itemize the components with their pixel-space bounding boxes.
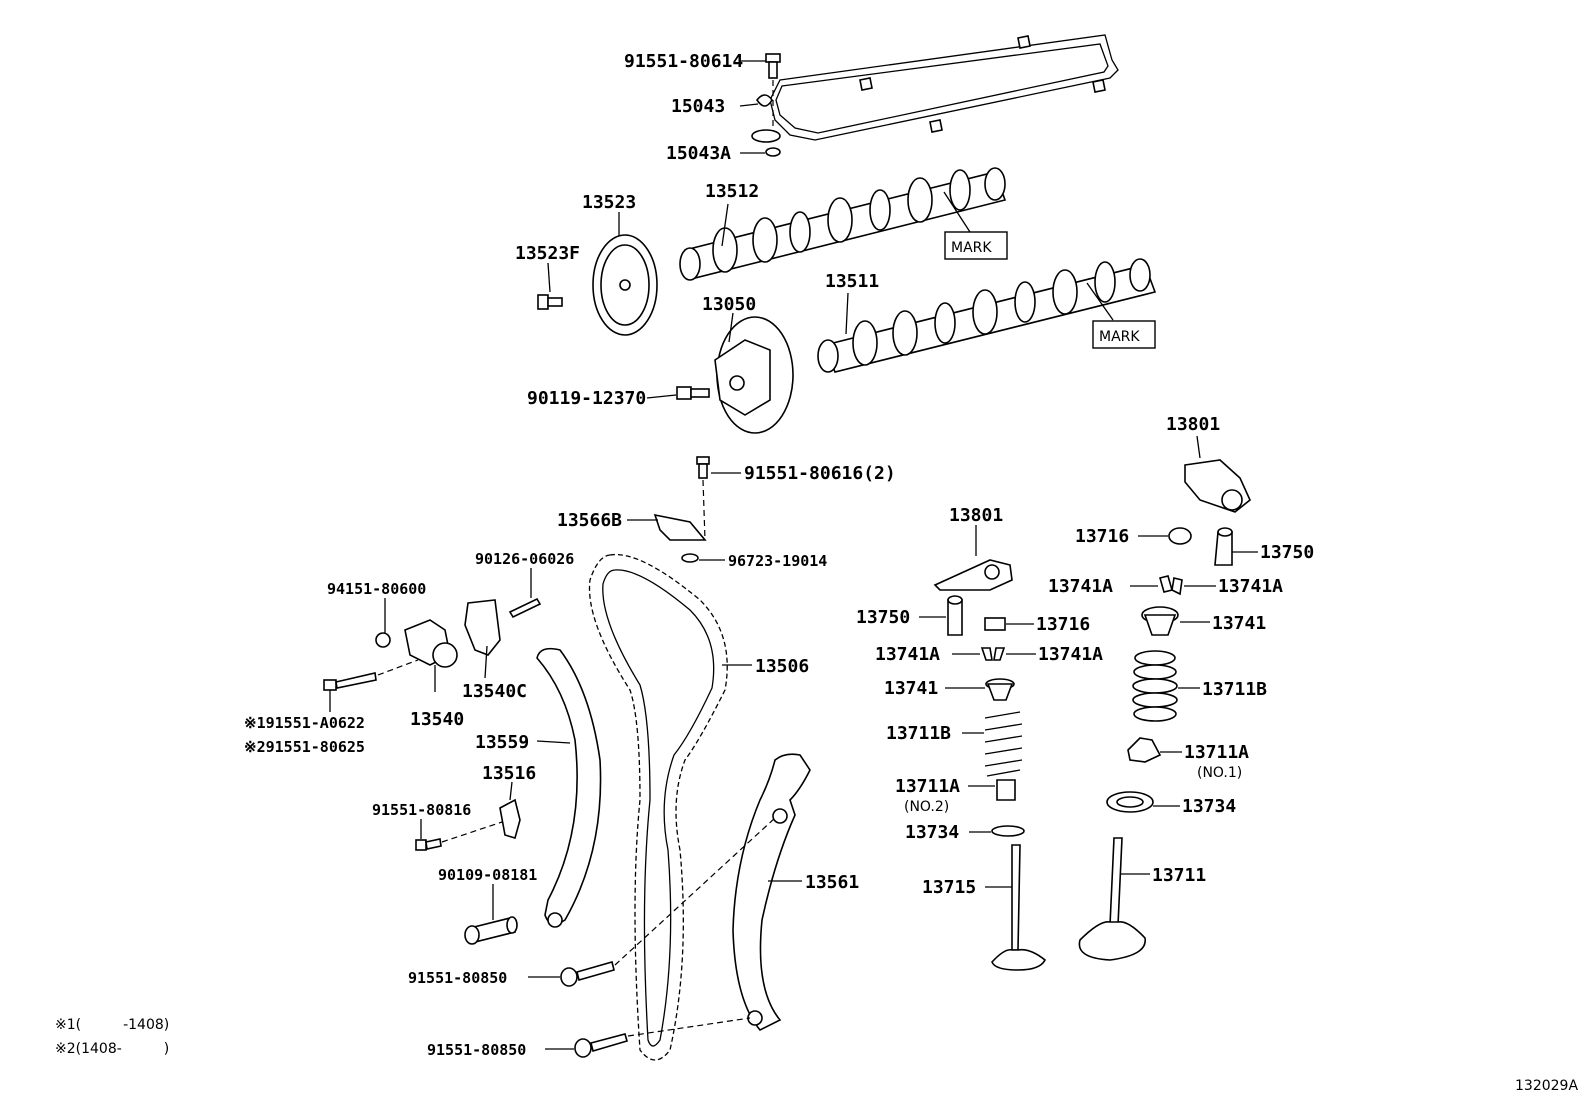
label-91551-80816: 91551-80816 [372, 801, 471, 819]
grommet-15043 [751, 94, 781, 143]
label-13711b-right: 13711B [1202, 679, 1267, 700]
label-13506: 13506 [755, 656, 809, 677]
label-13711b-left: 13711B [886, 723, 951, 744]
vvt-gear-13050 [714, 316, 794, 434]
label-91551-80625: ※291551-80625 [244, 738, 365, 756]
label-13741-left: 13741 [884, 678, 938, 699]
label-94151-80600: 94151-80600 [327, 580, 426, 598]
o-ring-96723-19014 [681, 553, 699, 563]
stud-90126-06026 [508, 597, 542, 619]
chain-slipper-13559 [536, 647, 602, 928]
bolt-91551-80850-upper [560, 961, 615, 987]
label-13523: 13523 [582, 192, 636, 213]
footnote-2: ※2(1408- ) [55, 1041, 169, 1057]
label-13741a-left-l: 13741A [875, 644, 940, 665]
valve-keys-13741a-right [1159, 575, 1183, 596]
label-13516: 13516 [482, 763, 536, 784]
washer-13734-right [1106, 791, 1154, 813]
bolt-91551-a0622 [323, 672, 377, 691]
label-91551-80850-lower: 91551-80850 [427, 1041, 526, 1059]
label-13561: 13561 [805, 872, 859, 893]
label-13716-right: 13716 [1075, 526, 1129, 547]
label-13711: 13711 [1152, 865, 1206, 886]
label-13511: 13511 [825, 271, 879, 292]
intake-valve-13711 [1078, 837, 1146, 961]
lash-adjuster-13750-left [947, 595, 963, 636]
label-13523f: 13523F [515, 243, 580, 264]
camshaft-13511 [817, 258, 1157, 373]
tensioner-13540 [404, 619, 458, 668]
bolt-91551-80850-lower [574, 1033, 628, 1058]
label-no1: (NO.1) [1197, 765, 1242, 781]
nut-94151-80600 [375, 632, 391, 648]
label-13512: 13512 [705, 181, 759, 202]
rocker-arm-13801-right [1184, 459, 1251, 513]
label-13540c: 13540C [462, 681, 527, 702]
bolt-90109-08181 [464, 916, 518, 945]
label-13750-right: 13750 [1260, 542, 1314, 563]
label-96723-19014: 96723-19014 [728, 552, 827, 570]
mark-box-1 [944, 231, 1008, 260]
label-13734-right: 13734 [1182, 796, 1236, 817]
mark-box-2 [1092, 320, 1156, 349]
spring-seat-13711a-right [1127, 737, 1162, 763]
label-90126-06026: 90126-06026 [475, 550, 574, 568]
label-90109-08181: 90109-08181 [438, 866, 537, 884]
head-cover-gasket [769, 34, 1119, 141]
label-91551-80850-upper: 91551-80850 [408, 969, 507, 987]
label-15043a: 15043A [666, 143, 731, 164]
label-13715: 13715 [922, 877, 976, 898]
label-13540: 13540 [410, 709, 464, 730]
label-13750-left: 13750 [856, 607, 910, 628]
label-91551-a0622: ※191551-A0622 [244, 714, 365, 732]
label-13716-left: 13716 [1036, 614, 1090, 635]
spring-seat-13711a-left [996, 779, 1016, 801]
mark-label-1: MARK [951, 240, 992, 256]
chain-guide-13561 [732, 753, 811, 1031]
valve-keys-13741a-left [980, 647, 1006, 661]
adjusting-pad-13716-right [1168, 527, 1192, 545]
plate-13516 [499, 798, 521, 840]
label-91551-80616: 91551-80616(2) [744, 463, 896, 484]
label-13741a-right-l: 13741A [1048, 576, 1113, 597]
bolt-91551-80616 [696, 456, 710, 541]
spring-retainer-13741-left [985, 678, 1015, 701]
label-13741-right: 13741 [1212, 613, 1266, 634]
valve-spring-13711b-right [1132, 650, 1178, 722]
adjusting-pad-13716-left [984, 617, 1006, 631]
chain-guide-13566b [653, 513, 707, 541]
spring-retainer-13741-right [1141, 606, 1179, 636]
o-ring-15043A [765, 147, 781, 157]
rocker-arm-13801-left [933, 559, 1013, 591]
label-13711a-left: 13711A [895, 776, 960, 797]
label-91551-80614: 91551-80614 [624, 51, 743, 72]
bolt-13523f [537, 294, 563, 310]
label-13050: 13050 [702, 294, 756, 315]
diagram-id: 132029A [1515, 1078, 1578, 1094]
footnote-1: ※1( -1408) [55, 1017, 169, 1033]
lash-adjuster-13750-right [1214, 527, 1233, 566]
label-13741a-left-r: 13741A [1038, 644, 1103, 665]
timing-chain-13506 [588, 553, 728, 1061]
label-no2: (NO.2) [904, 799, 949, 815]
label-13559: 13559 [475, 732, 529, 753]
label-13741a-right-r: 13741A [1218, 576, 1283, 597]
label-13801-right: 13801 [1166, 414, 1220, 435]
label-13801-left: 13801 [949, 505, 1003, 526]
label-90119-12370: 90119-12370 [527, 388, 646, 409]
label-13734-left: 13734 [905, 822, 959, 843]
bolt-90119-12370 [676, 386, 710, 400]
bolt-91551-80816 [415, 838, 442, 851]
label-13711a-right: 13711A [1184, 742, 1249, 763]
washer-13734-left [991, 825, 1025, 837]
mark-label-2: MARK [1099, 329, 1140, 345]
label-13566b: 13566B [557, 510, 622, 531]
label-15043: 15043 [671, 96, 725, 117]
valve-spring-13711b-left [984, 711, 1023, 777]
exhaust-valve-13715 [991, 844, 1047, 971]
gasket-13540c [464, 599, 501, 656]
cam-sprocket-13523 [592, 234, 658, 336]
camshaft-13512 [679, 167, 1007, 281]
